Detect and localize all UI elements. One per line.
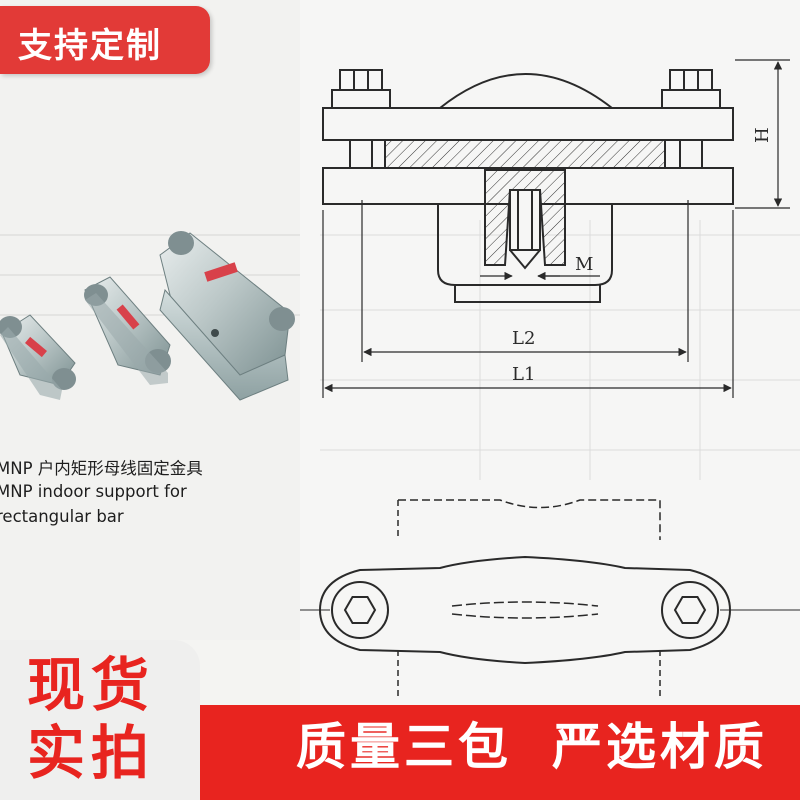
fitting-large xyxy=(159,231,295,401)
dim-label-l2: L2 xyxy=(512,328,535,349)
fitting-medium xyxy=(84,276,171,385)
top-view xyxy=(300,499,800,700)
spot-photo-badge xyxy=(0,640,200,800)
custom-tag-text: 支持定制 xyxy=(18,26,162,66)
slogan-selected-materials: 严选材质 xyxy=(552,718,768,776)
technical-drawing: H M L2 L1 xyxy=(300,0,800,720)
dim-label-l1: L1 xyxy=(512,364,535,385)
dim-label-h: H xyxy=(752,127,773,143)
dimension-lines xyxy=(322,59,790,398)
custom-tag-badge: 支持定制 xyxy=(0,6,210,74)
spot-photo-line1: 现货 xyxy=(27,651,156,719)
product-photo xyxy=(0,231,300,401)
spot-photo-line2: 实拍 xyxy=(27,719,156,787)
product-caption-en-line1: MNP indoor support for xyxy=(0,482,187,501)
product-caption-cn: MNP 户内矩形母线固定金具 xyxy=(0,459,203,478)
fitting-small xyxy=(0,314,76,400)
dim-label-m: M xyxy=(575,254,593,275)
slogan-quality-guarantee: 质量三包 xyxy=(296,718,512,776)
product-photo-panel: MNP 户内矩形母线固定金具 MNP indoor support for re… xyxy=(0,0,305,640)
product-caption-en-line2: rectangular bar xyxy=(0,507,124,526)
side-view xyxy=(322,69,734,303)
